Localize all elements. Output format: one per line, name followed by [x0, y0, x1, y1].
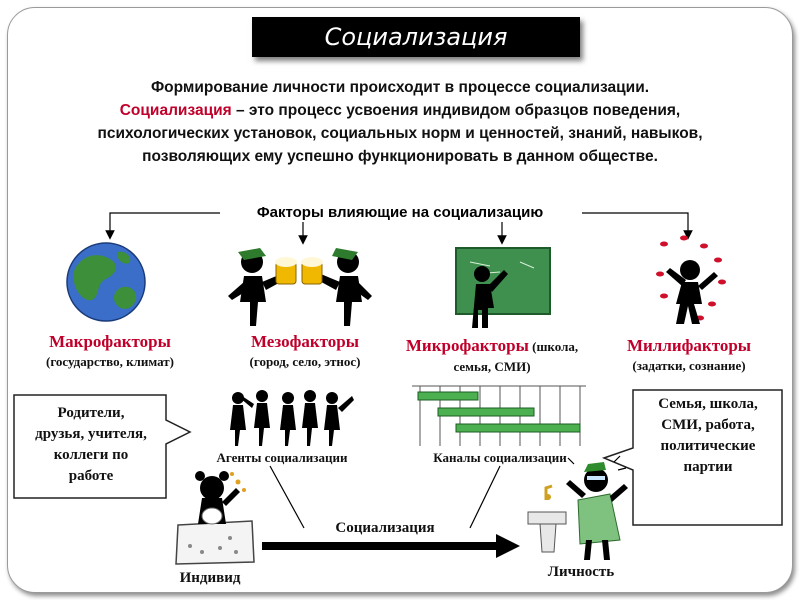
term-socialization: Социализация [119, 102, 232, 119]
juggling-figure-icon [656, 235, 726, 324]
intro-line-1: Формирование личности происходит в проце… [150, 79, 650, 96]
intro-line-3: психологических установок, социальных но… [97, 125, 703, 142]
factor-connectors [105, 212, 693, 245]
callout-right [601, 389, 783, 526]
process-label: Социализация [335, 520, 435, 536]
factor-micro-line: Микрофакторы (школа, [382, 336, 602, 357]
callout-left-line: Родители, [57, 405, 125, 421]
agents-label: Агенты социализации [216, 450, 348, 465]
factor-milli: Миллифакторы (задатки, сознание) [600, 336, 778, 376]
callout-right-text: Семья, школа, СМИ, работа, политические … [636, 394, 780, 478]
callout-left-line: коллеги по [53, 447, 129, 463]
factor-macro-name: Макрофакторы [49, 332, 171, 351]
callout-right-line: партии [683, 459, 733, 475]
personality-icon [527, 455, 628, 560]
individual-label: Индивид [179, 570, 241, 586]
channels-label: Каналы социализации [433, 450, 567, 465]
channels-chart-icon [412, 385, 586, 446]
socialization-arrow [262, 534, 520, 558]
individual-icon [175, 471, 255, 565]
factor-macro-detail: (государство, климат) [45, 354, 174, 369]
callout-left [13, 394, 192, 499]
callout-left-line: друзья, учителя, [35, 426, 147, 442]
factor-micro-detail: семья, СМИ) [453, 359, 531, 374]
page-title: Социализация [324, 23, 508, 51]
agents-channels-connectors [269, 465, 501, 529]
factor-meso-name: Мезофакторы [250, 332, 359, 351]
personality-label: Личность [547, 564, 615, 580]
intro-line-4: позволяющих ему успешно функционировать … [142, 148, 658, 165]
callout-right-line: СМИ, работа, [661, 417, 755, 433]
callout-right-line: политические [660, 438, 756, 454]
factor-meso-detail: (город, село, этнос) [249, 354, 361, 369]
intro-line-2-rest: – это процесс усвоения индивидом образцо… [231, 102, 681, 119]
callout-right-line: Семья, школа, [658, 396, 758, 412]
callout-left-text: Родители, друзья, учителя, коллеги по ра… [16, 403, 166, 487]
intro-definition: Формирование личности происходит в проце… [40, 76, 760, 168]
toasting-figures-icon [228, 248, 372, 326]
factor-micro-detail-inline: (школа, [528, 339, 579, 354]
factor-micro: Микрофакторы (школа, семья, СМИ) [382, 336, 602, 377]
agents-figures-icon [230, 390, 354, 446]
factor-meso: Мезофакторы (город, село, этнос) [220, 332, 390, 372]
callout-left-line: работе [68, 468, 114, 484]
intro-line-2: Социализация – это процесс усвоения инди… [40, 99, 760, 122]
factors-heading: Факторы влияющие на социализацию [256, 204, 544, 221]
title-bar [252, 17, 580, 57]
factor-micro-name: Микрофакторы [405, 336, 529, 355]
globe-icon [66, 242, 146, 322]
factor-milli-detail: (задатки, сознание) [632, 358, 746, 373]
factor-macro: Макрофакторы (государство, климат) [20, 332, 200, 372]
factor-milli-name: Миллифакторы [626, 336, 752, 355]
chalkboard-figure-icon [455, 247, 551, 328]
